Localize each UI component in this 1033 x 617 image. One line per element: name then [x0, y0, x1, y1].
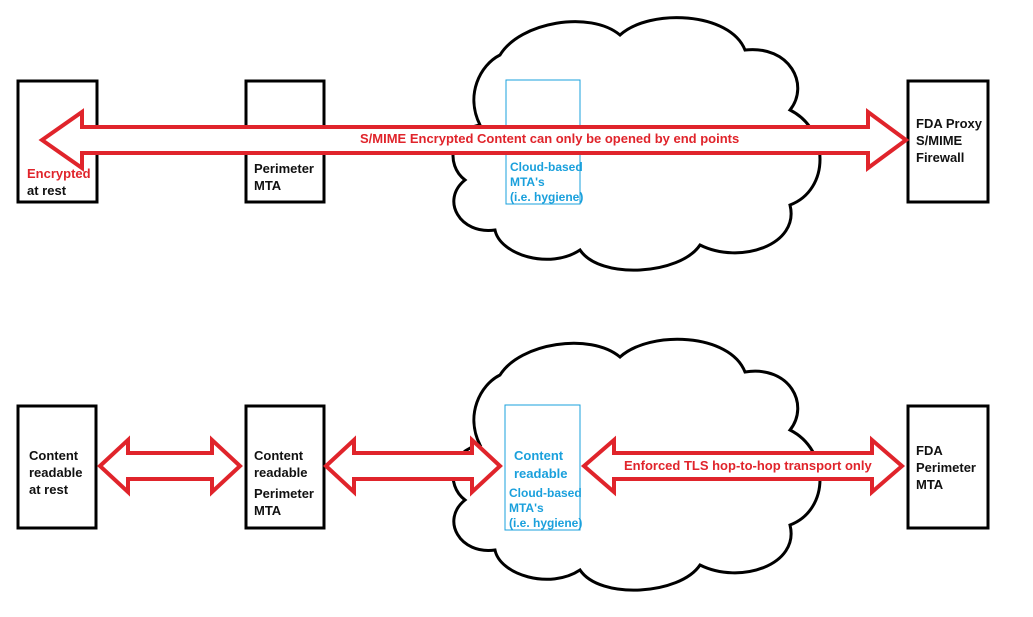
cloud-bottom-line3: Cloud-based: [509, 486, 582, 500]
endpoint-left-bottom-line2: readable: [29, 465, 83, 480]
endpoint-left-top-line1: Encrypted: [27, 166, 91, 181]
box-endpoint-right-bottom: [906, 404, 990, 530]
arrow-top-label: S/MIME Encrypted Content can only be ope…: [360, 131, 740, 146]
arrow-top-long: [38, 108, 910, 172]
perimeter-bottom-line1: Content: [254, 448, 304, 463]
cloud-mta-box-bottom: [504, 404, 581, 531]
box-endpoint-left-bottom: [16, 404, 98, 530]
arrow-bottom-3: [580, 435, 906, 497]
cloud-top-line1: Cloud-based: [510, 160, 583, 174]
cloud-bottom-line5: (i.e. hygiene): [509, 516, 583, 530]
box-perimeter-bottom: [244, 404, 326, 530]
label-endpoint-right-bottom: FDA Perimeter MTA: [916, 442, 976, 493]
perimeter-bottom-line4: MTA: [254, 503, 282, 518]
label-endpoint-right-top: FDA Proxy S/MIME Firewall: [916, 115, 982, 166]
endpoint-right-top-line2: S/MIME: [916, 133, 963, 148]
label-cloud-bottom-sub: Cloud-based MTA's (i.e. hygiene): [509, 486, 582, 531]
cloud-bottom-line1: Content: [514, 448, 564, 463]
endpoint-right-bottom-line3: MTA: [916, 477, 944, 492]
box-endpoint-right-top: [906, 79, 990, 204]
endpoint-right-top-line1: FDA Proxy: [916, 116, 982, 131]
endpoint-right-top-line3: Firewall: [916, 150, 965, 165]
cloud-top-line2: MTA's: [510, 175, 545, 189]
label-endpoint-left-top: Encrypted at rest: [27, 165, 91, 199]
arrow-bottom-1: [97, 435, 243, 497]
label-cloud-bottom-main: Content readable: [514, 447, 567, 483]
endpoint-right-bottom-line2: Perimeter: [916, 460, 976, 475]
label-endpoint-left-bottom: Content readable at rest: [29, 447, 82, 498]
label-perimeter-top: Perimeter MTA: [254, 160, 314, 194]
arrow-bottom-2: [323, 435, 503, 497]
endpoint-left-bottom-line1: Content: [29, 448, 79, 463]
perimeter-top-line2: MTA: [254, 178, 282, 193]
endpoint-right-bottom-line1: FDA: [916, 443, 943, 458]
endpoint-left-top-line2: at rest: [27, 183, 67, 198]
perimeter-bottom-line2: readable: [254, 465, 308, 480]
cloud-bottom-line2: readable: [514, 466, 568, 481]
label-perimeter-bottom: Content readable Perimeter MTA: [254, 447, 314, 519]
perimeter-bottom-line3: Perimeter: [254, 486, 314, 501]
cloud-bottom-line4: MTA's: [509, 501, 544, 515]
perimeter-top-line1: Perimeter: [254, 161, 314, 176]
arrow-bottom-3-label: Enforced TLS hop-to-hop transport only: [624, 458, 872, 473]
cloud-top-line3: (i.e. hygiene): [510, 190, 584, 204]
label-cloud-top: Cloud-based MTA's (i.e. hygiene): [510, 160, 583, 205]
endpoint-left-bottom-line3: at rest: [29, 482, 69, 497]
